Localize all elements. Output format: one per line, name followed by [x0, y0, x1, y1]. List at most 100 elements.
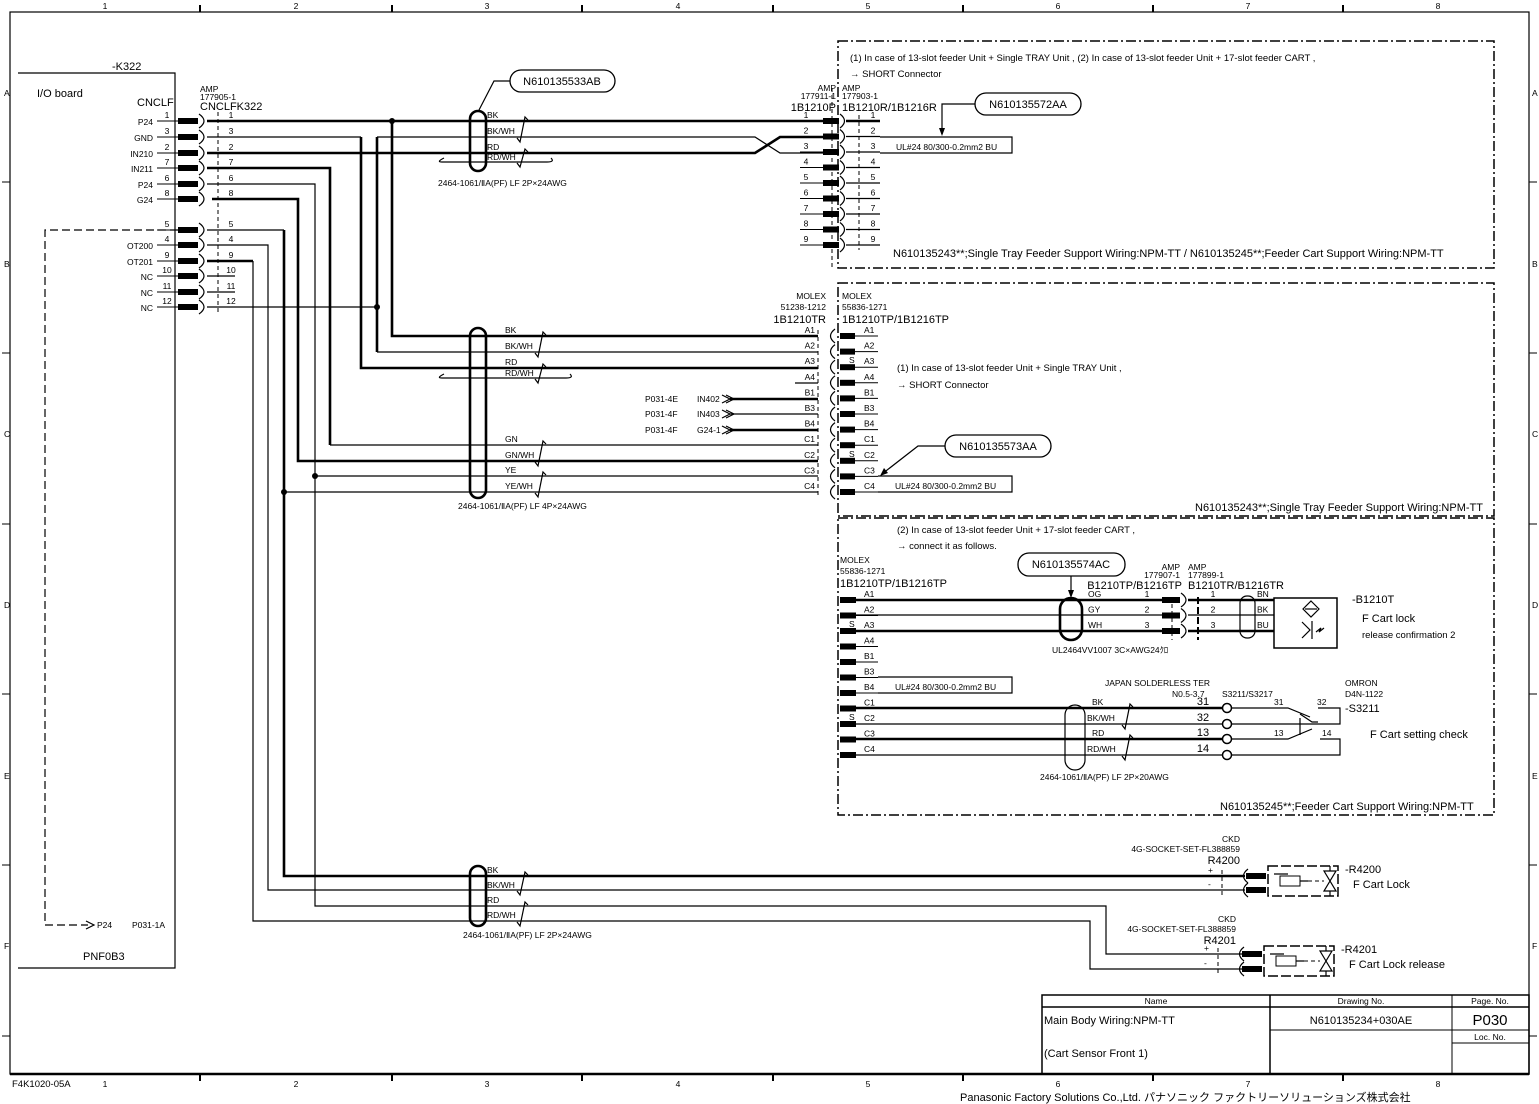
coil-lead	[1274, 873, 1308, 882]
connector-contact	[840, 721, 856, 727]
pin-number: 2	[804, 126, 809, 136]
pin-label: B3	[864, 667, 875, 677]
connector-contact	[840, 426, 855, 433]
valve-icon	[1318, 946, 1334, 976]
row-label: F	[4, 941, 9, 951]
switch-desc: F Cart setting check	[1370, 729, 1468, 741]
io-board: -K322 I/O board CNCLF AMP 177905-1 CNCLF…	[18, 61, 262, 969]
switch-part: D4N-1122	[1345, 689, 1383, 699]
column-label: 6	[1056, 1079, 1061, 1089]
wire-color: RD	[487, 142, 499, 152]
pin-number: 9	[229, 250, 234, 260]
connector-contact	[840, 379, 855, 386]
pin-label: C1	[804, 434, 815, 444]
pin-number: 1	[804, 110, 809, 120]
conn-part: 51238-1212	[781, 302, 827, 312]
connector-contact	[1242, 966, 1262, 972]
conn-name: 1B1210TP/1B1216TP	[842, 314, 949, 326]
mate-maker: AMP	[200, 84, 219, 94]
pin-number: 2	[1145, 605, 1150, 615]
connector-contact	[840, 364, 855, 371]
connector-contact	[823, 242, 839, 248]
pin-signal: OT200	[127, 241, 153, 251]
cable-spec: 2464-1061/ⅡA(PF) LF 2P×24AWG	[438, 178, 567, 188]
connector-contact	[1242, 951, 1262, 957]
board-code: PNF0B3	[83, 951, 125, 963]
pin-label: A1	[864, 589, 875, 599]
wire-color: YE/WH	[505, 481, 533, 491]
pin-number: 3	[804, 141, 809, 151]
pin-number: 11	[163, 281, 172, 291]
terminal-number: 14	[1197, 743, 1209, 755]
input-signal: G24-1	[697, 425, 721, 435]
connector-contact	[1246, 887, 1266, 893]
wire-color: RD/WH	[505, 368, 534, 378]
socket-curve	[1242, 882, 1249, 898]
pin-label: C4	[864, 744, 875, 754]
wire-color: BK	[487, 110, 499, 120]
sensor-desc: F Cart lock	[1362, 613, 1416, 625]
solenoid-coil-icon	[1275, 955, 1297, 967]
valve-body	[1263, 945, 1335, 977]
connector-contact	[1162, 628, 1180, 634]
column-label: 8	[1436, 1079, 1441, 1089]
pin-number: 3	[1211, 620, 1216, 630]
wire-color: BU	[1257, 620, 1269, 630]
valve-maker: CKD	[1222, 834, 1240, 844]
pin-label: C3	[864, 729, 875, 739]
photo-sensor	[1273, 597, 1338, 649]
terminal-number: 31	[1197, 696, 1209, 708]
pin-number: 3	[229, 126, 234, 136]
connector-contact	[840, 612, 856, 619]
socket-curve	[829, 390, 836, 406]
wire-color: BK/WH	[505, 341, 533, 351]
pin-label: A2	[864, 605, 875, 615]
pin-label: A4	[864, 636, 875, 646]
input-ref: P031-4F	[645, 425, 678, 435]
column-label: 6	[1056, 1, 1061, 11]
valve-socket-part: 4G-SOCKET-SET-FL388859	[1131, 844, 1240, 854]
page-header: Page. No.	[1471, 996, 1509, 1006]
column-label: 3	[485, 1079, 490, 1089]
twisted-pair-icon	[516, 147, 529, 169]
terminal-ring-icon	[1221, 733, 1233, 745]
offpage-arrow-icon	[721, 425, 736, 435]
pin-label: A4	[805, 372, 816, 382]
pin-number: 5	[165, 219, 170, 229]
input-signal: IN402	[697, 394, 720, 404]
pin-number: 6	[229, 173, 234, 183]
pin-label: A3	[864, 356, 875, 366]
row-label: B	[1532, 259, 1538, 269]
wire-color: BK	[1257, 605, 1269, 615]
valve-maker: CKD	[1218, 914, 1236, 924]
contact-num: 14	[1322, 728, 1332, 738]
pin-signal: IN210	[130, 149, 153, 159]
pin-label: A2	[864, 341, 875, 351]
pin-signal: NC	[141, 303, 153, 313]
section-footer: N610135243**;Single Tray Feeder Support …	[893, 248, 1444, 260]
pin-label: A1	[864, 325, 875, 335]
conn-part: 55836-1271	[842, 302, 888, 312]
connector-contact	[1162, 612, 1180, 619]
input-ref: P031-4F	[645, 409, 678, 419]
cable-spec: 2464-1061/ⅡA(PF) LF 2P×24AWG	[463, 930, 592, 940]
socket-curve	[829, 328, 836, 344]
socket-curve	[839, 237, 846, 253]
pin-label: A1	[805, 325, 816, 335]
pin-number: 4	[804, 157, 809, 167]
conn-part: 177911-1	[801, 91, 837, 101]
contact-num: 31	[1274, 697, 1284, 707]
twisted-pair-icon	[516, 115, 529, 144]
row-label: B	[4, 259, 10, 269]
solenoid-valve-r4201: CKD4G-SOCKET-SET-FL388859R4201+--R4201F …	[1127, 914, 1445, 977]
pin-number: 11	[227, 281, 236, 291]
twisted-pair-icon	[534, 470, 547, 499]
socket-curve	[829, 359, 836, 375]
shield-mark: S	[849, 449, 855, 459]
socket-curve	[198, 113, 205, 129]
io-board-title: I/O board	[37, 88, 83, 100]
dashed-ref: P031-1A	[132, 920, 165, 930]
socket-curve	[839, 144, 846, 160]
row-label: D	[4, 600, 10, 610]
